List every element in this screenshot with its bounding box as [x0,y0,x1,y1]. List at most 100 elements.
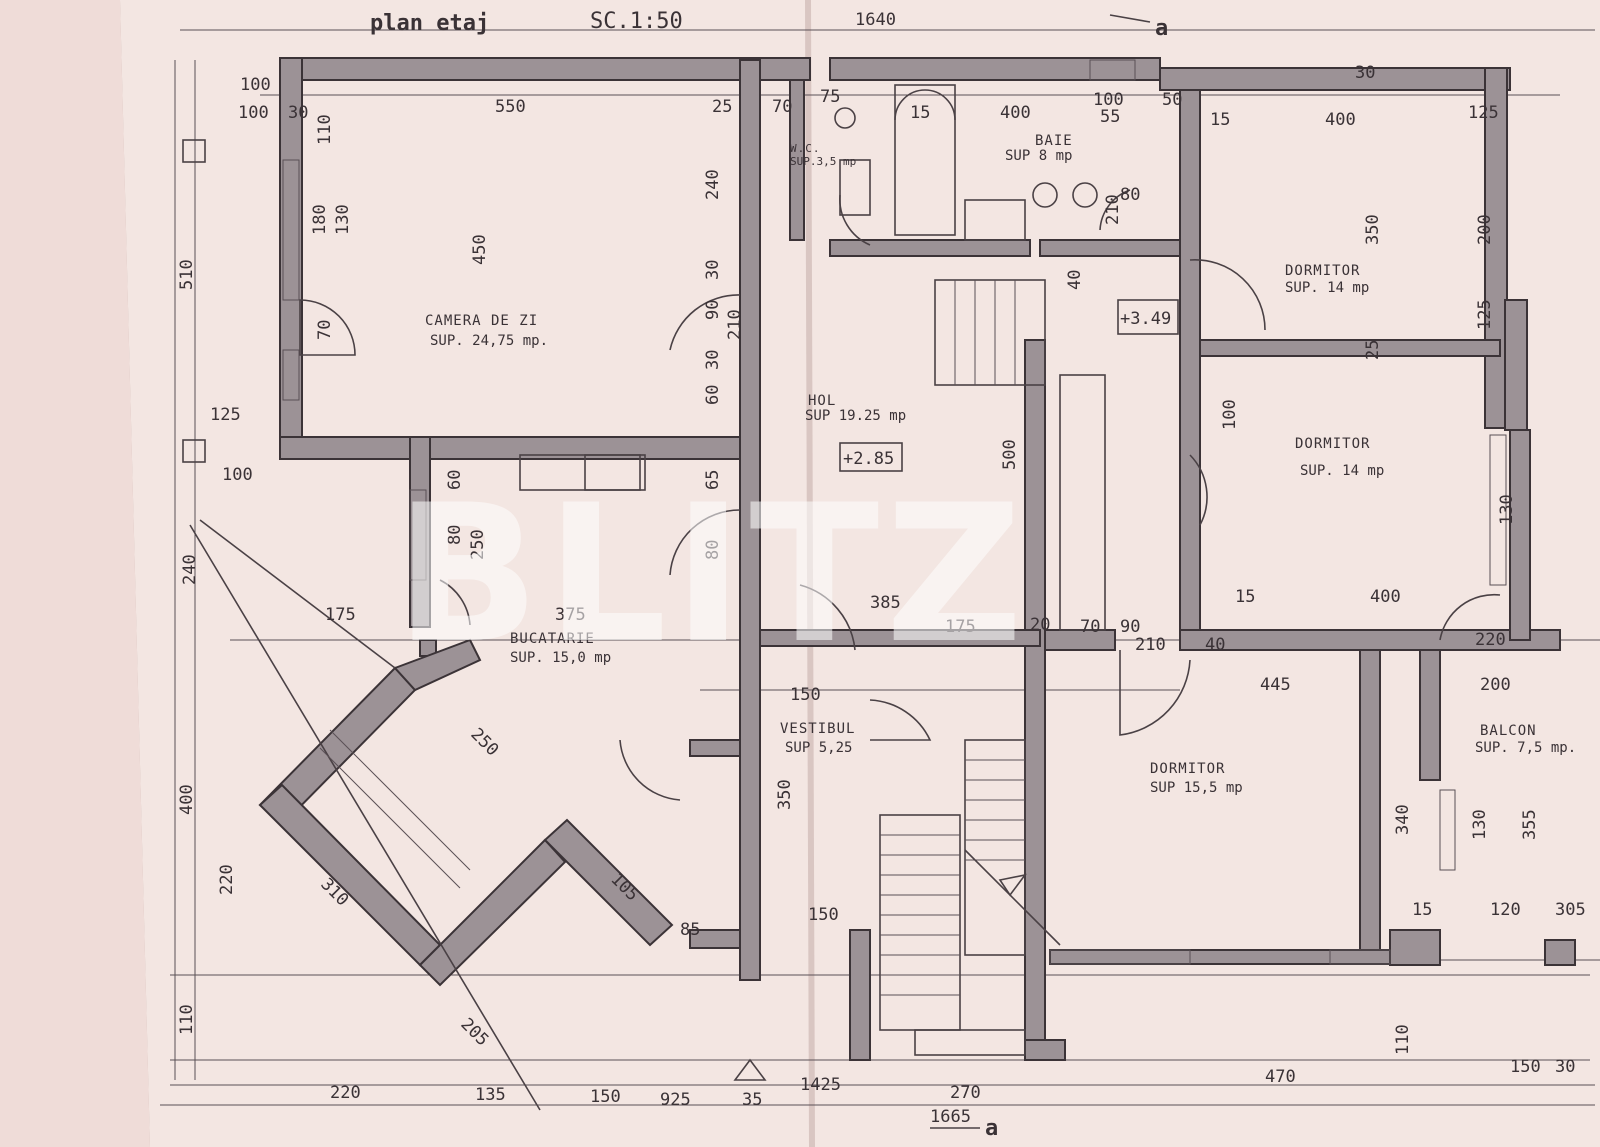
dim-top: 30 [288,103,308,123]
dim-bottom: 35 [742,1090,762,1110]
dim-interior: 130 [1470,809,1490,840]
exterior-walls [279,57,1561,1061]
dim-interior: 210 [1103,194,1123,225]
dim-top: 50 [1162,90,1182,110]
room-name-hol: HOL [808,393,836,409]
room-name-dormitor-3: DORMITOR [1150,761,1225,777]
dim-top: 70 [772,97,792,117]
dim-top: 30 [1355,63,1375,83]
kitchen-bay-walls [189,519,674,1111]
dim-interior: 60 [445,470,465,490]
dim-top-total: 1640 [855,10,896,30]
dim-top: 25 [712,97,732,117]
dim-interior: 100 [1220,399,1240,430]
dim-interior: 80 [703,540,723,560]
dim-interior: 70 [1080,617,1100,637]
dim-interior: 25 [1363,340,1383,360]
room-area-bucatarie: SUP. 15,0 mp [510,650,611,666]
dim-bottom: 1425 [800,1075,841,1095]
section-mark-top: a [1155,16,1168,41]
dim-interior: 210 [1135,635,1166,655]
dim-top: 75 [820,87,840,107]
dims-bottom-row: 220 135 150 925 35 1425 270 470 150 30 [330,1057,1575,1110]
dim-interior: 350 [775,779,795,810]
section-mark-bottom: a [985,1116,998,1141]
room-area-camera-de-zi: SUP. 24,75 mp. [430,333,548,349]
dim-interior: 15 [1235,587,1255,607]
room-area-balcon: SUP. 7,5 mp. [1475,740,1576,756]
room-area-baie: SUP 8 mp [1005,148,1072,164]
dim-top: 15 [1210,110,1230,130]
dim-bottom: 220 [330,1083,361,1103]
dim-interior: 175 [325,605,356,625]
dim-bottom: 150 [590,1087,621,1107]
dim-bottom: 925 [660,1090,691,1110]
room-name-balcon: BALCON [1480,723,1537,739]
dim-interior: 355 [1520,809,1540,840]
dim-interior: 175 [945,617,976,637]
dim-bottom: 135 [475,1085,506,1105]
dim-left: 240 [180,554,200,585]
stairs [879,279,1106,1056]
room-area-vestibul: SUP 5,25 [785,740,852,756]
dim-bottom: 270 [950,1083,981,1103]
dim-bottom: 150 [1510,1057,1541,1077]
dim-interior: 40 [1205,635,1225,655]
dim-interior: 15 [1412,900,1432,920]
dim-interior: 210 [725,309,745,340]
dim-interior: 385 [870,593,901,613]
level-mark-landing: +3.49 [1120,309,1171,329]
dim-left: 110 [177,1004,197,1035]
dim-interior: 305 [1555,900,1586,920]
room-name-dormitor-2: DORMITOR [1295,436,1370,452]
dim-bottom: 30 [1555,1057,1575,1077]
dim-interior: 250 [468,529,488,560]
windows [282,59,1507,965]
dim-interior: 20 [1030,615,1050,635]
dim-top: 400 [1000,103,1031,123]
dim-interior: 30 [703,350,723,370]
dims-left: 110 180 130 70 125 100 240 400 220 110 5… [177,114,353,1035]
dim-top: 100 [238,103,269,123]
dim-bottom-total: 1665 [930,1107,971,1127]
dim-top: 400 [1325,110,1356,130]
room-labels: CAMERA DE ZI SUP. 24,75 mp. HOL SUP 19.2… [425,133,1576,796]
room-name-camera-de-zi: CAMERA DE ZI [425,313,538,329]
dim-top: 550 [495,97,526,117]
dim-interior: 400 [1370,587,1401,607]
dim-interior: 200 [1480,675,1511,695]
room-area-wc: SUP.3,5 mp [790,155,856,168]
dim-interior: 450 [470,234,490,265]
interior-walls [419,79,1576,966]
room-area-dormitor-2: SUP. 14 mp [1300,463,1384,479]
dim-interior: 125 [1475,299,1495,330]
dim-left: 100 [222,465,253,485]
dim-left: 220 [217,864,237,895]
dim-left: 110 [315,114,335,145]
dim-top: 55 [1100,107,1120,127]
dim-interior: 220 [1475,630,1506,650]
dim-interior: 500 [1000,439,1020,470]
room-area-dormitor-1: SUP. 14 mp [1285,280,1369,296]
room-name-bucatarie: BUCATARIE [510,631,595,647]
dim-interior: 30 [703,260,723,280]
room-name-wc: W.C. [790,142,821,155]
room-name-vestibul: VESTIBUL [780,721,855,737]
dim-interior: 60 [703,385,723,405]
room-name-baie: BAIE [1035,133,1073,149]
watermark: BLITZ [395,464,1029,685]
doors [299,189,1501,801]
fixtures [182,84,1098,1081]
dim-left: 510 [177,259,197,290]
dim-left: 70 [315,320,335,340]
dims-top-row: 100 100 30 550 25 70 75 15 400 100 55 50… [238,63,1499,130]
dim-interior: 80 [445,525,465,545]
dim-interior: 340 [1393,804,1413,835]
dim-interior: 120 [1490,900,1521,920]
dim-left: 130 [333,204,353,235]
dim-interior: 85 [680,920,700,940]
dim-top: 100 [240,75,271,95]
room-area-hol: SUP 19.25 mp [805,408,906,424]
